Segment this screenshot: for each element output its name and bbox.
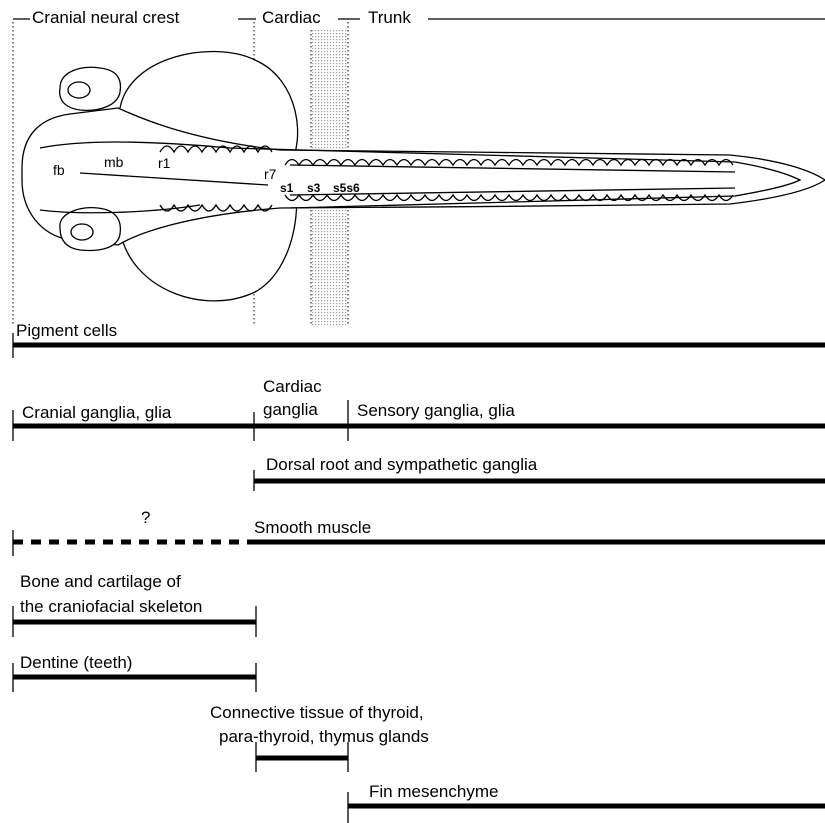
label-smooth-muscle: Smooth muscle — [254, 518, 371, 538]
label-sensory-ganglia: Sensory ganglia, glia — [357, 401, 515, 421]
label-r1: r1 — [158, 153, 170, 173]
label-bone-1: Bone and cartilage of — [20, 572, 181, 592]
label-fb: fb — [53, 160, 65, 180]
embryo-outline — [22, 51, 825, 300]
label-dentine: Dentine (teeth) — [20, 653, 132, 673]
header-cardiac: Cardiac — [260, 8, 323, 28]
label-cardiac-ganglia-2: ganglia — [263, 400, 318, 420]
label-s5s6: s5s6 — [333, 178, 360, 198]
label-cardiac-ganglia-1: Cardiac — [263, 377, 322, 397]
label-pigment-cells: Pigment cells — [16, 321, 117, 341]
label-connective-2: para-thyroid, thymus glands — [219, 727, 429, 747]
label-s3: s3 — [307, 178, 320, 198]
label-drg: Dorsal root and sympathetic ganglia — [266, 455, 537, 475]
label-fin-mesenchyme: Fin mesenchyme — [369, 782, 498, 802]
header-trunk: Trunk — [366, 8, 413, 28]
label-bone-2: the craniofacial skeleton — [20, 597, 202, 617]
label-r7: r7 — [264, 164, 276, 184]
label-question: ? — [141, 508, 150, 528]
header-cranial-neural-crest: Cranial neural crest — [30, 8, 181, 28]
label-s1: s1 — [280, 178, 293, 198]
label-cranial-ganglia: Cranial ganglia, glia — [22, 403, 171, 423]
label-mb: mb — [104, 152, 123, 172]
label-connective-1: Connective tissue of thyroid, — [210, 703, 424, 723]
